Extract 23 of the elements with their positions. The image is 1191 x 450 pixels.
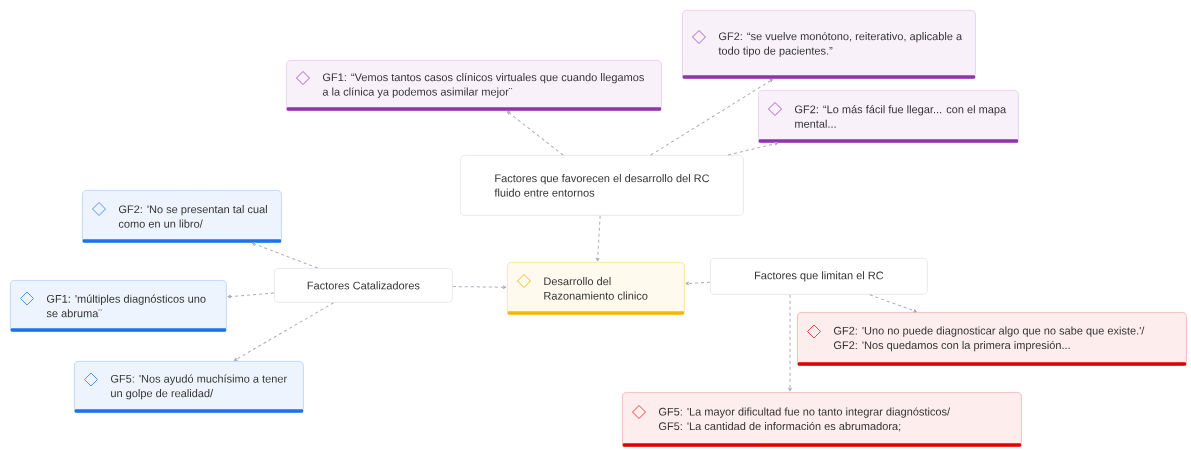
topic-box: Factores que favorecen el desarrollo del RC fluido entre entornos <box>460 155 744 216</box>
arrow <box>869 294 918 313</box>
quote-card: GF2: 'Uno no puede diagnosticar algo que no sabe que existe.'/ GF2: 'Nos quedamos con la primera impresión... <box>797 312 1187 366</box>
topic-box: Factores que limitan el RC <box>710 258 928 295</box>
quote-card: GF2: “Lo más fácil fue llegar... con el mapa mental... <box>758 90 1019 143</box>
arrow <box>233 302 334 361</box>
arrow <box>685 281 711 286</box>
arrow <box>506 110 564 156</box>
arrow <box>727 141 779 156</box>
arrow <box>251 242 319 269</box>
arrow <box>227 292 275 299</box>
arrow <box>452 285 507 290</box>
quote-card: GF5: 'La mayor dificultad fue no tanto integrar diagnósticos/ GF5: 'La cantidad de información es abrumadora; <box>622 392 1022 447</box>
central-topic-box: Desarrollo del Razonamiento clinico <box>507 262 685 315</box>
quote-card: GF5: 'Nos ayudó muchísimo a tener un golpe de realidad/ <box>74 361 304 413</box>
quote-card: GF2: 'No se presentan tal cual como en un libro/ <box>82 190 282 243</box>
arrow <box>595 215 601 262</box>
quote-card: GF2: “se vuelve monótono, reiterativo, aplicable a todo tipo de pacientes.” <box>682 10 976 79</box>
arrow <box>650 78 774 156</box>
quote-card: GF1: 'múltiples diagnósticos uno se abruma¨ <box>10 280 227 332</box>
quote-card: GF1: “Vemos tantos casos clínicos virtuales que cuando llegamos a la clínica ya podemos asimilar mejor¨ <box>286 60 662 111</box>
topic-box: Factores Catalizadores <box>274 268 453 303</box>
arrow <box>788 294 792 392</box>
